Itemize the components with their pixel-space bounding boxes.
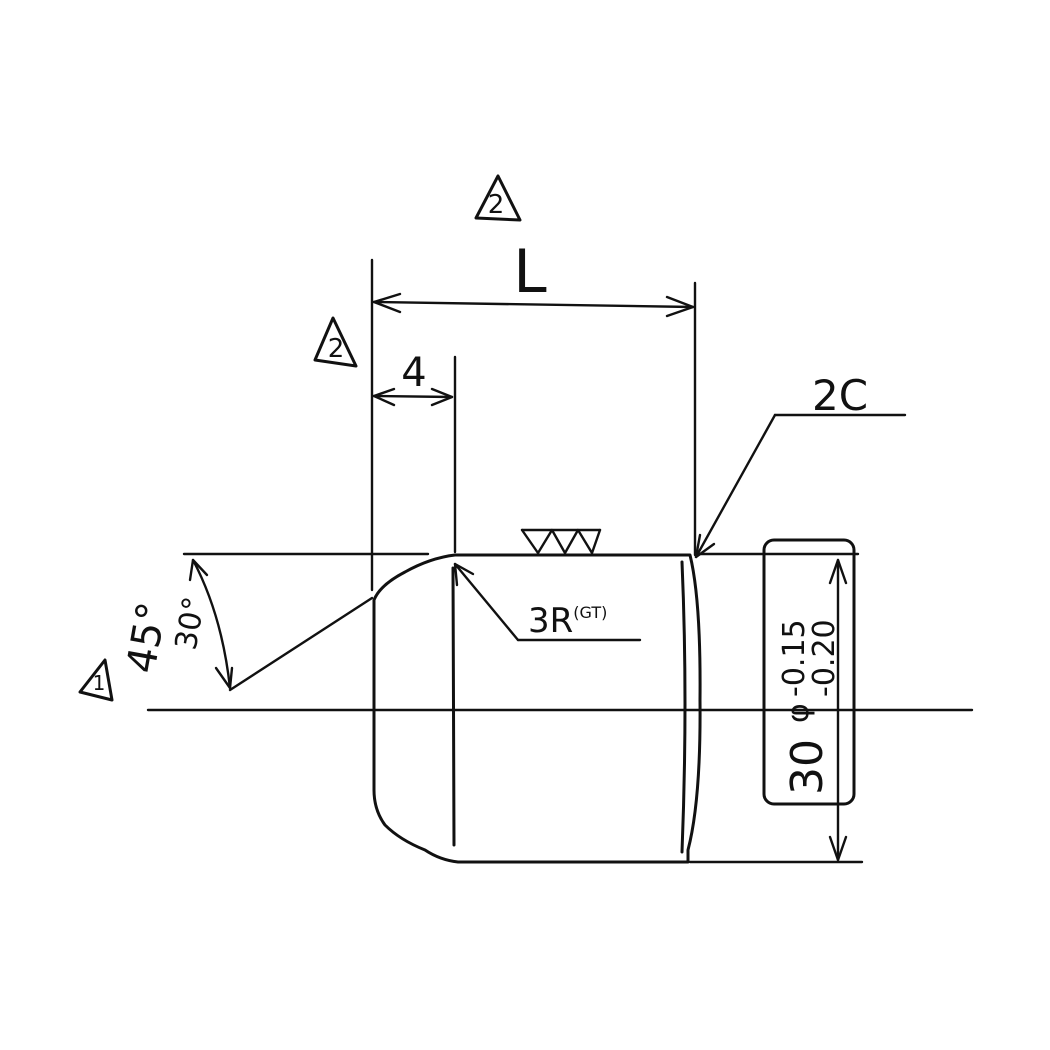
chamfer-note: 2C [812, 371, 868, 420]
tolerance-lower: -0.20 [807, 619, 842, 697]
diameter-base: 30 [782, 739, 833, 795]
step-length-label: 4 [401, 350, 426, 396]
angle-leader [188, 558, 374, 692]
diameter-labels: 30 φ -0.15 -0.20 [777, 619, 842, 795]
revision-mark-angle: 1 [93, 671, 106, 695]
diameter-dimension [762, 538, 856, 862]
diameter-symbol: φ [781, 703, 816, 723]
radius-leader [453, 562, 642, 642]
revision-triangle-angle [78, 658, 114, 702]
revision-triangle-left [313, 316, 358, 368]
length-label: L [513, 237, 547, 307]
shoulder-line [451, 566, 456, 847]
dimension-L [372, 292, 695, 318]
dimension-step [372, 387, 454, 407]
revision-mark-left: 2 [328, 334, 345, 364]
tolerance-upper: -0.15 [777, 619, 812, 697]
revision-triangle-top [474, 174, 522, 222]
revision-mark-top: 2 [488, 190, 505, 220]
angle-labels: 45° [118, 599, 176, 677]
chamfer-line [680, 560, 687, 854]
chamfer-leader [694, 413, 907, 559]
angle-primary: 45° [118, 599, 176, 677]
diameter-frame [762, 538, 856, 806]
angle-secondary-group: 30° [169, 594, 213, 652]
angle-secondary: 30° [169, 594, 213, 652]
radius-note: 3R(GT) [528, 601, 607, 641]
surface-finish-icon [520, 528, 602, 555]
part-outline [372, 553, 702, 864]
